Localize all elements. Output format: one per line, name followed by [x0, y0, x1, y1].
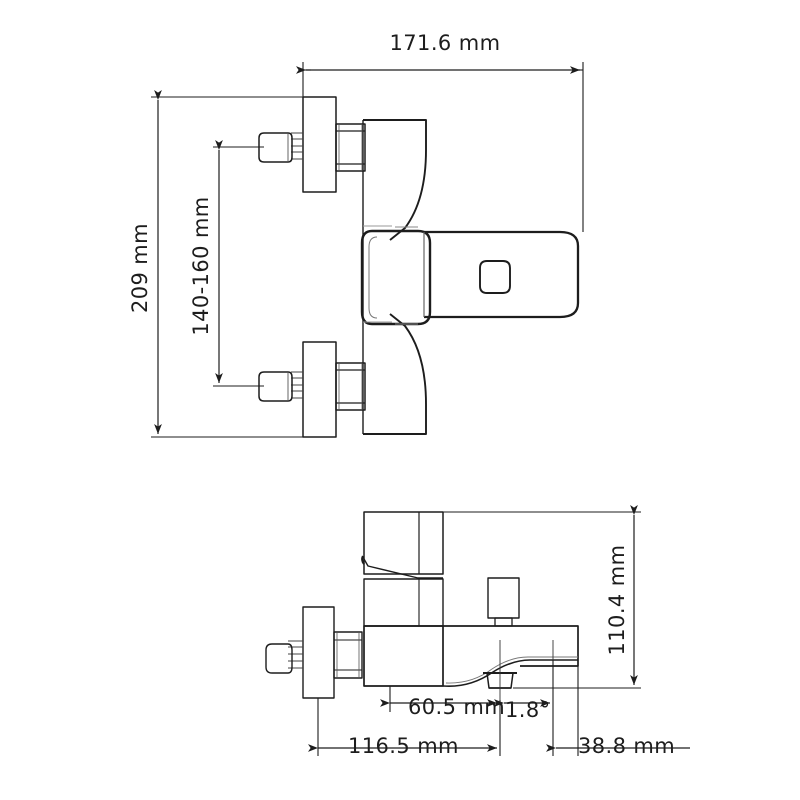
dim-label-overall-height: 209 mm [128, 223, 152, 313]
dim-label-wall-to-aerator: 116.5 mm [348, 734, 459, 758]
front-view-dimensions [151, 62, 584, 438]
dim-label-spout-height: 110.4 mm [605, 545, 629, 656]
front-view-geometry [258, 96, 580, 438]
side-view-dimensions [308, 505, 690, 756]
dim-label-overall-width: 171.6 mm [390, 31, 501, 55]
dim-label-spout-angle: 1.8° [505, 698, 551, 722]
dim-label-body-to-aerator: 60.5 mm [408, 695, 505, 719]
side-view-geometry [265, 511, 579, 700]
dim-label-aerator-to-end: 38.8 mm [578, 734, 675, 758]
dim-label-mounting-centers: 140-160 mm [189, 196, 213, 335]
